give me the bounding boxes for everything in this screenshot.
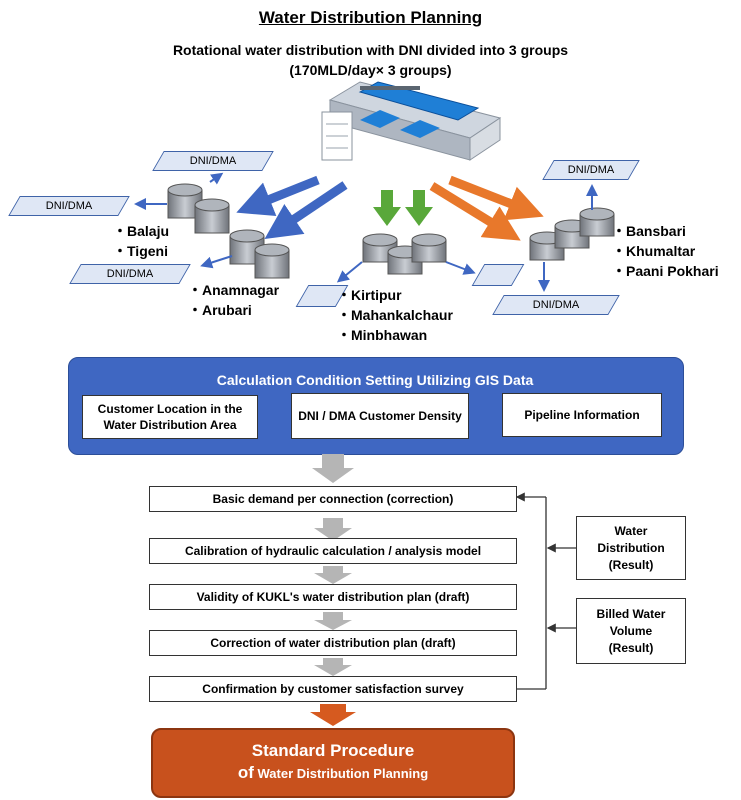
subtitle-line2: (170MLD/day× 3 groups) <box>289 62 452 78</box>
flow-arrow-west-a <box>236 175 320 217</box>
input-label: (Result) <box>608 640 654 655</box>
reservoir-tanks-east <box>529 207 615 261</box>
site-list-west-a: ・Balaju ・Tigeni <box>113 221 169 261</box>
treatment-plant-icon <box>321 81 502 161</box>
flow-arrow-east-b <box>429 182 521 241</box>
subtitle-line1: Rotational water distribution with DNI d… <box>172 42 569 58</box>
final-title: Standard Procedure <box>251 741 415 760</box>
dni-dma-box-5 <box>471 264 525 286</box>
input-label: Distribution <box>597 540 665 555</box>
reservoir-tanks-west-a <box>167 183 230 234</box>
gis-box-customer-density: DNI / DMA Customer Density <box>291 393 469 439</box>
input-label: Water <box>614 523 648 538</box>
site-label: ・Minbhawan <box>337 327 428 343</box>
input-label: (Result) <box>608 557 654 572</box>
site-label: ・Mahankalchaur <box>337 307 453 323</box>
gis-box-pipeline-info: Pipeline Information <box>502 393 662 437</box>
final-subtitle: of Water Distribution Planning <box>237 763 429 782</box>
input-box-billed-water: Billed Water Volume (Result) <box>576 598 686 664</box>
site-label: ・Kirtipur <box>337 287 402 303</box>
dni-dma-box-7: DNI/DMA <box>542 160 640 180</box>
site-list-east: ・Bansbari ・Khumaltar ・Paani Pokhari <box>612 221 719 281</box>
grey-down-arrows <box>312 454 354 676</box>
site-label: ・Paani Pokhari <box>612 263 719 279</box>
orange-down-arrow <box>310 704 356 726</box>
site-label: ・Balaju <box>113 223 170 239</box>
process-flow-graphic <box>310 454 576 726</box>
reservoir-tanks-center <box>362 233 447 275</box>
site-list-center: ・Kirtipur ・Mahankalchaur ・Minbhawan <box>337 285 453 345</box>
site-label: ・Bansbari <box>612 223 686 239</box>
process-step-4: Correction of water distribution plan (d… <box>149 630 517 656</box>
distribution-map-graphic <box>134 81 615 292</box>
link-arrow-dma-4 <box>336 261 363 283</box>
reservoir-tanks-west-b <box>229 229 290 279</box>
site-label: ・Anamnagar <box>188 282 280 298</box>
dni-dma-box-2: DNI/DMA <box>8 196 130 216</box>
dni-dma-box-1: DNI/DMA <box>152 151 274 171</box>
diagram-title: Water Distribution Planning <box>258 8 483 27</box>
dni-dma-box-4 <box>295 285 349 307</box>
link-arrow-dma-5 <box>445 261 476 275</box>
flow-arrow-center <box>373 190 433 226</box>
input-label: Volume <box>609 623 653 638</box>
site-list-west-b: ・Anamnagar ・Arubari <box>188 280 279 320</box>
process-step-5: Confirmation by customer satisfaction su… <box>149 676 517 702</box>
process-step-1: Basic demand per connection (correction) <box>149 486 517 512</box>
site-label: ・Tigeni <box>113 243 168 259</box>
process-step-2: Calibration of hydraulic calculation / a… <box>149 538 517 564</box>
input-box-water-distribution: Water Distribution (Result) <box>576 516 686 580</box>
site-label: ・Khumaltar <box>612 243 696 259</box>
dni-dma-box-6: DNI/DMA <box>492 295 620 315</box>
final-output-box: Standard Procedure of Water Distribution… <box>151 728 515 798</box>
input-label: Billed Water <box>596 606 666 621</box>
dni-dma-box-3: DNI/DMA <box>69 264 191 284</box>
process-step-3: Validity of KUKL's water distribution pl… <box>149 584 517 610</box>
link-arrow-dma-3 <box>200 255 233 269</box>
flow-arrow-west-b <box>264 181 348 240</box>
link-arrow-dma-1 <box>209 172 224 185</box>
gis-panel-title: Calculation Condition Setting Utilizing … <box>216 372 534 388</box>
site-label: ・Arubari <box>188 302 252 318</box>
gis-box-customer-location: Customer Location in the Water Distribut… <box>82 395 258 439</box>
